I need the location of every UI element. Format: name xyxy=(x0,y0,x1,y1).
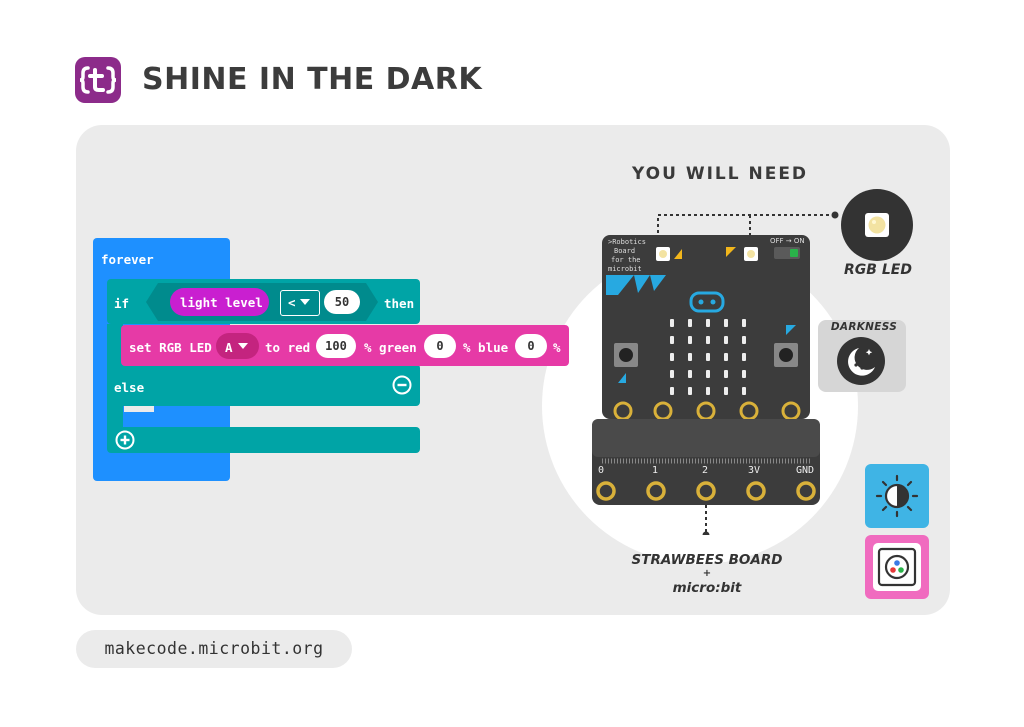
if-label: if xyxy=(114,296,130,311)
led-option-dropdown[interactable] xyxy=(216,333,259,359)
to-red-label: to red xyxy=(265,340,311,355)
page-title: SHINE IN THE DARK xyxy=(142,62,483,97)
chevron-down-icon xyxy=(238,343,248,349)
rgb-led-circle xyxy=(841,189,913,261)
footer-pill xyxy=(76,630,352,668)
pin-label: 3V xyxy=(748,465,761,476)
requirements-heading: YOU WILL NEED xyxy=(631,164,809,184)
pct-blue-label: % blue xyxy=(463,340,509,355)
strawbees-logo-icon xyxy=(74,56,122,104)
empty-slot-notch xyxy=(124,406,154,412)
forever-label: forever xyxy=(101,252,154,267)
rgb-led-icon xyxy=(865,213,889,237)
brightness-icon xyxy=(875,474,919,518)
silk-line: Board xyxy=(614,247,636,255)
green-value-input[interactable]: 0 xyxy=(424,334,456,358)
darkness-label: DARKNESS xyxy=(830,321,898,333)
then-label: then xyxy=(384,296,415,311)
else-label: else xyxy=(114,380,145,395)
switch-label: OFF → ON xyxy=(770,237,805,245)
silk-line: microbit xyxy=(608,265,642,273)
pin-label: 1 xyxy=(652,465,659,476)
threshold-input[interactable]: 50 xyxy=(324,290,360,314)
chevron-down-icon xyxy=(300,299,310,305)
pct-green-label: % green xyxy=(364,340,417,355)
board-caption-plus: + xyxy=(702,568,712,579)
footer-url[interactable]: makecode.microbit.org xyxy=(104,639,324,658)
strawbees-board xyxy=(592,235,820,505)
light-level-reporter[interactable] xyxy=(170,288,269,316)
led-option-label: A xyxy=(225,340,233,355)
silk-line: >Robotics xyxy=(608,238,646,246)
moon-icon xyxy=(837,337,885,385)
if-block-footer[interactable] xyxy=(107,427,420,453)
pin-label: GND xyxy=(796,465,815,476)
minus-circle-icon[interactable] xyxy=(392,375,412,395)
blue-value-input[interactable]: 0 xyxy=(515,334,547,358)
rgb-led-tile-icon xyxy=(873,543,921,591)
plus-circle-icon[interactable] xyxy=(115,430,135,450)
red-value-input[interactable]: 100 xyxy=(316,334,356,358)
pct-end-label: % xyxy=(553,340,561,355)
pin-label: 2 xyxy=(702,465,709,476)
operator-dropdown[interactable] xyxy=(280,290,320,316)
board-silk-text: >Robotics Board for the microbit xyxy=(608,238,646,274)
pin-label: 0 xyxy=(598,465,605,476)
silk-line: for the xyxy=(611,256,641,264)
light-sensor-tile[interactable] xyxy=(865,464,929,528)
light-level-label: light level xyxy=(180,295,263,310)
rgb-led-label: RGB LED xyxy=(844,262,912,278)
board-caption-line2: micro:bit xyxy=(672,580,742,596)
set-led-label: set RGB LED xyxy=(129,340,212,355)
operator-label: < xyxy=(288,295,296,310)
rgb-led-tile[interactable] xyxy=(865,535,929,599)
board-caption-line1: STRAWBEES BOARD xyxy=(631,552,783,568)
else-bar[interactable] xyxy=(107,364,420,406)
